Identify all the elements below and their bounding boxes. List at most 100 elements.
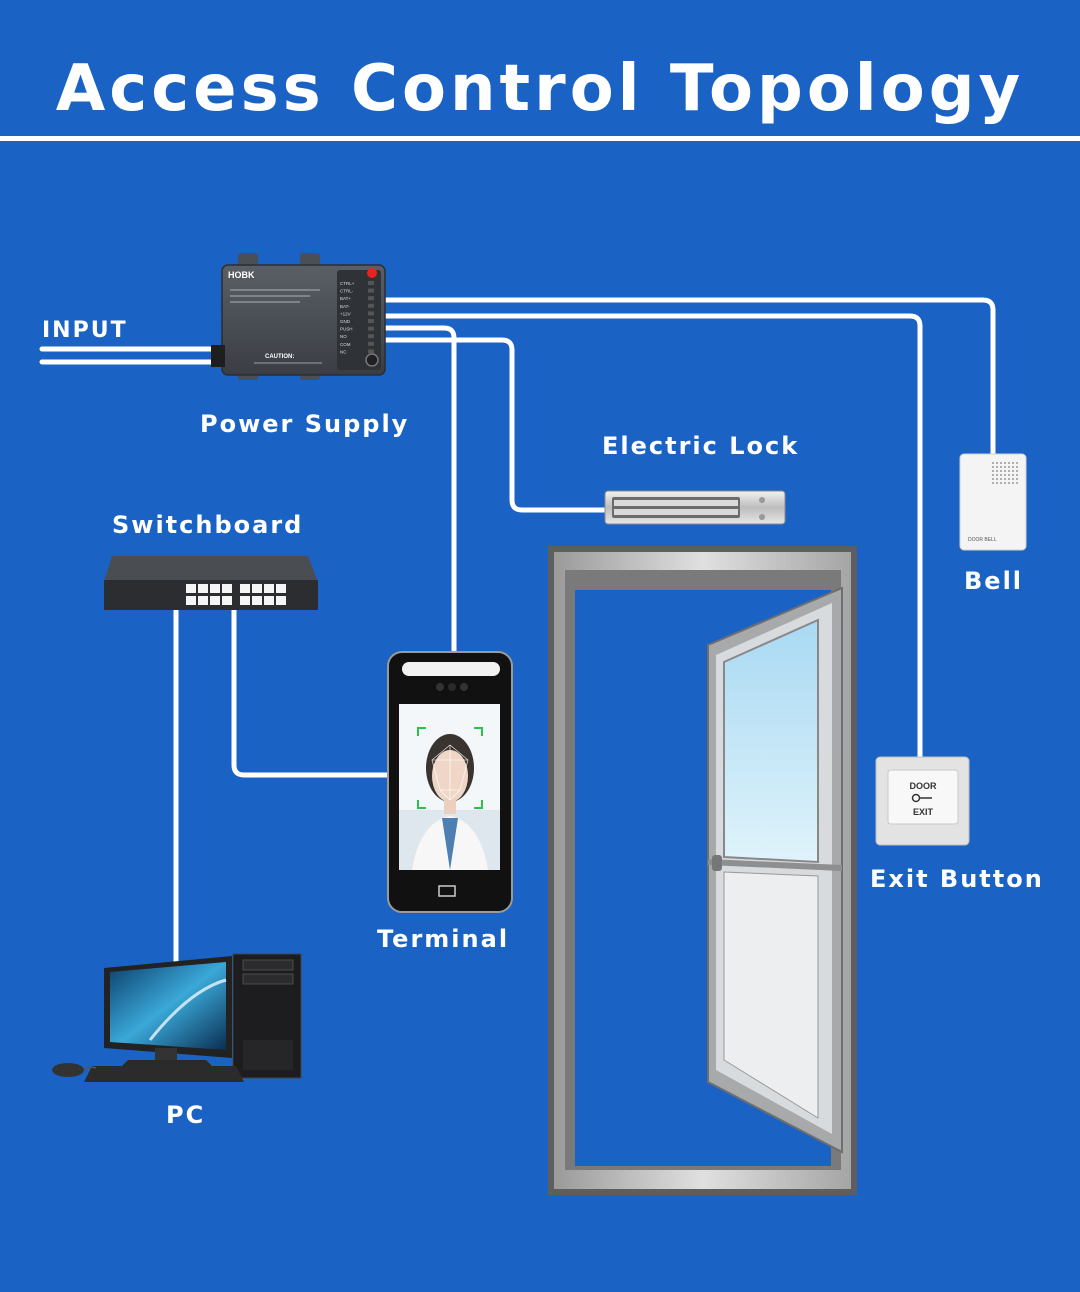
bell-grille-hole <box>1012 478 1014 480</box>
bell-grille-hole <box>992 474 994 476</box>
bell-grille-hole <box>1012 474 1014 476</box>
bell-grille-hole <box>1008 470 1010 472</box>
switch-port <box>222 584 232 593</box>
psu-terminal-screw <box>368 311 374 316</box>
bell-grille-hole <box>1000 462 1002 464</box>
bell-device: DOOR BELL <box>959 453 1027 551</box>
wire-to-terminal <box>381 325 457 655</box>
bell-grille-hole <box>1008 462 1010 464</box>
terminal-label: Terminal <box>377 925 510 953</box>
bell-grille-hole <box>1016 462 1018 464</box>
bell-grille-hole <box>996 462 998 464</box>
bell-device-text: DOOR BELL <box>968 537 997 543</box>
bell-grille-hole <box>1004 478 1006 480</box>
bell-grille-hole <box>1004 470 1006 472</box>
bell-speaker-grille <box>992 462 1018 484</box>
bell-grille-hole <box>992 470 994 472</box>
bell-grille-hole <box>996 482 998 484</box>
bell-grille-hole <box>1008 482 1010 484</box>
bell-grille-hole <box>1016 470 1018 472</box>
wire-to-electric-lock <box>381 337 609 513</box>
bell-grille-hole <box>1012 466 1014 468</box>
power-supply-label: Power Supply <box>200 410 410 438</box>
bell-grille-hole <box>1000 470 1002 472</box>
bell-grille-hole <box>996 478 998 480</box>
psu-brand: HOBK <box>228 270 255 280</box>
page-title: Access Control Topology <box>55 52 1025 126</box>
switch-port <box>186 584 196 593</box>
switch-port <box>198 584 208 593</box>
switch-port <box>264 584 274 593</box>
pc-label: PC <box>166 1101 206 1129</box>
psu-terminal-screw <box>368 303 374 308</box>
bell-grille-hole <box>996 466 998 468</box>
switch-port <box>222 596 232 605</box>
psu-terminal-label: PUSH <box>340 327 353 332</box>
bell-grille-hole <box>1016 478 1018 480</box>
psu-terminal-screw <box>368 326 374 331</box>
psu-terminal-screw <box>368 334 374 339</box>
bell-label: Bell <box>964 567 1024 595</box>
bell-grille-hole <box>1016 482 1018 484</box>
switch-port <box>240 596 250 605</box>
exit-button-line1: DOOR <box>910 781 938 791</box>
psu-terminal-label: COM <box>340 342 351 347</box>
psu-terminal-label: CTRL- <box>340 289 354 294</box>
bell-grille-hole <box>992 462 994 464</box>
electric-lock-device <box>604 490 786 525</box>
psu-terminal-screw <box>368 288 374 293</box>
switch-port <box>252 596 262 605</box>
psu-terminal-label: BAT- <box>340 304 350 309</box>
wire-to-exit-button <box>381 313 923 760</box>
wire-switch-to-terminal <box>231 607 393 778</box>
bell-grille-hole <box>992 482 994 484</box>
bell-grille-hole <box>1016 474 1018 476</box>
bell-grille-hole <box>1000 482 1002 484</box>
bell-grille-hole <box>992 478 994 480</box>
psu-terminal-label: +12V <box>340 311 351 316</box>
bell-grille-hole <box>1000 474 1002 476</box>
power-supply-device: HOBK CAUTION: CTRL+CTRL-BAT+BAT-+12VGNDP… <box>211 253 386 380</box>
wires <box>39 297 996 968</box>
switch-port <box>264 596 274 605</box>
bell-grille-hole <box>992 466 994 468</box>
switch-port <box>276 584 286 593</box>
switch-port <box>198 596 208 605</box>
switchboard-label: Switchboard <box>112 511 304 539</box>
bell-grille-hole <box>1008 474 1010 476</box>
bell-grille-hole <box>1004 462 1006 464</box>
psu-terminal-screw <box>368 349 374 354</box>
psu-terminal-screw <box>368 341 374 346</box>
switch-ports <box>186 584 286 605</box>
bell-grille-hole <box>1012 470 1014 472</box>
bell-grille-hole <box>1008 466 1010 468</box>
psu-terminal-label: BAT+ <box>340 296 351 301</box>
bell-grille-hole <box>1000 478 1002 480</box>
bell-grille-hole <box>1004 482 1006 484</box>
input-label: INPUT <box>42 318 128 343</box>
psu-terminal-screw <box>368 281 374 285</box>
exit-button-device: DOOR EXIT <box>875 756 970 846</box>
bell-grille-hole <box>996 470 998 472</box>
psu-terminal-label: GND <box>340 319 351 324</box>
psu-terminal-label: NC <box>340 349 347 354</box>
exit-button-line2: EXIT <box>913 807 934 817</box>
switchboard-device <box>104 556 318 610</box>
switch-port <box>186 596 196 605</box>
switch-port <box>210 584 220 593</box>
bell-grille-hole <box>1000 466 1002 468</box>
exit-button-label: Exit Button <box>870 865 1044 893</box>
bell-grille-hole <box>996 474 998 476</box>
psu-caution: CAUTION: <box>265 354 294 360</box>
bell-grille-hole <box>1008 478 1010 480</box>
title-divider <box>0 136 1080 141</box>
wire-to-bell <box>381 297 996 458</box>
switch-port <box>252 584 262 593</box>
bell-grille-hole <box>1004 466 1006 468</box>
switch-port <box>210 596 220 605</box>
bell-grille-hole <box>1012 462 1014 464</box>
terminal-device <box>387 651 513 913</box>
